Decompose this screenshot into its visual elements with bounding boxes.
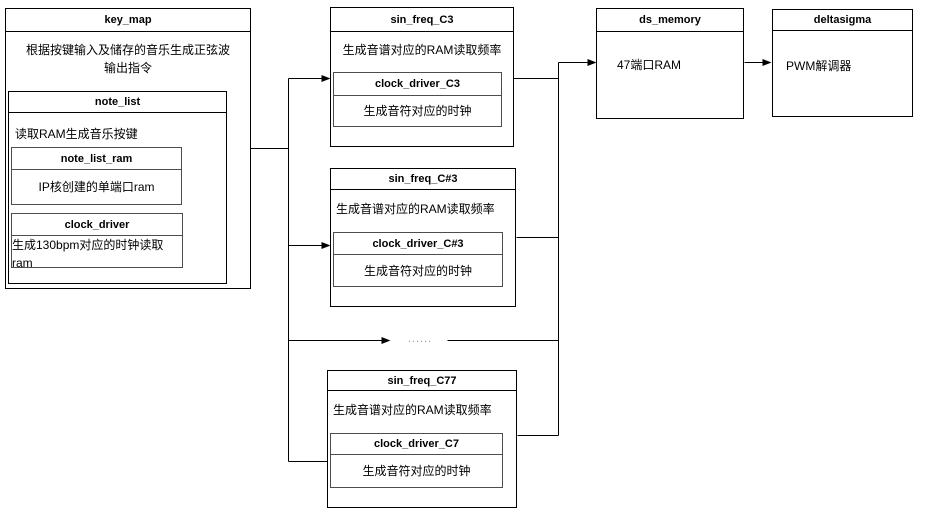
module-deltasigma-desc: PWM解调器 (786, 59, 852, 73)
module-deltasigma-title: deltasigma (773, 10, 912, 31)
module-ds-memory: ds_memory 47端口RAM (596, 8, 744, 119)
module-clock-driver-c3-title: clock_driver_C3 (334, 73, 501, 96)
module-clock-driver-desc: 生成130bpm对应的时钟读取ram (12, 238, 164, 270)
ellipsis-label: ...... (407, 333, 433, 345)
module-note-list-desc: 读取RAM生成音乐按键 (15, 127, 138, 141)
module-clock-driver-c3: clock_driver_C3 生成音符对应的时钟 (333, 72, 502, 127)
module-ds-memory-desc: 47端口RAM (617, 58, 682, 72)
module-sin-freq-c3-title: sin_freq_C3 (331, 8, 513, 32)
module-sin-freq-c3-desc: 生成音谱对应的RAM读取频率 (342, 43, 502, 57)
module-note-list-title: note_list (9, 92, 226, 113)
module-clock-driver-c3-desc: 生成音符对应的时钟 (363, 104, 472, 118)
module-sin-freq-csharp3-title: sin_freq_C#3 (331, 169, 515, 190)
module-note-list-ram-title: note_list_ram (12, 148, 181, 170)
module-clock-driver-c7-title: clock_driver_C7 (331, 434, 502, 455)
module-clock-driver-c7: clock_driver_C7 生成音符对应的时钟 (330, 433, 503, 488)
module-sin-freq-csharp3-desc: 生成音谱对应的RAM读取频率 (336, 202, 495, 216)
module-clock-driver-c7-desc: 生成音符对应的时钟 (362, 464, 471, 478)
arrowhead-icon (762, 59, 772, 66)
module-clock-driver-csharp3: clock_driver_C#3 生成音符对应的时钟 (333, 232, 503, 287)
module-clock-driver-csharp3-desc: 生成音符对应的时钟 (363, 263, 472, 278)
module-key-map-title: key_map (6, 9, 250, 32)
module-ds-memory-title: ds_memory (597, 9, 743, 32)
module-sin-freq-c77-title: sin_freq_C77 (328, 371, 516, 391)
module-sin-freq-c77-desc: 生成音谱对应的RAM读取频率 (333, 403, 492, 417)
module-clock-driver: clock_driver 生成130bpm对应的时钟读取ram (11, 213, 183, 270)
arrowhead-icon (381, 337, 391, 344)
module-clock-driver-csharp3-title: clock_driver_C#3 (334, 233, 502, 255)
module-clock-driver-title: clock_driver (12, 214, 182, 236)
module-note-list-ram-desc: IP核创建的单端口ram (38, 180, 155, 194)
module-note-list-ram: note_list_ram IP核创建的单端口ram (11, 147, 182, 205)
module-key-map-desc: 根据按键输入及储存的音乐生成正弦波输出指令 (25, 43, 230, 75)
module-deltasigma: deltasigma PWM解调器 (772, 9, 913, 117)
